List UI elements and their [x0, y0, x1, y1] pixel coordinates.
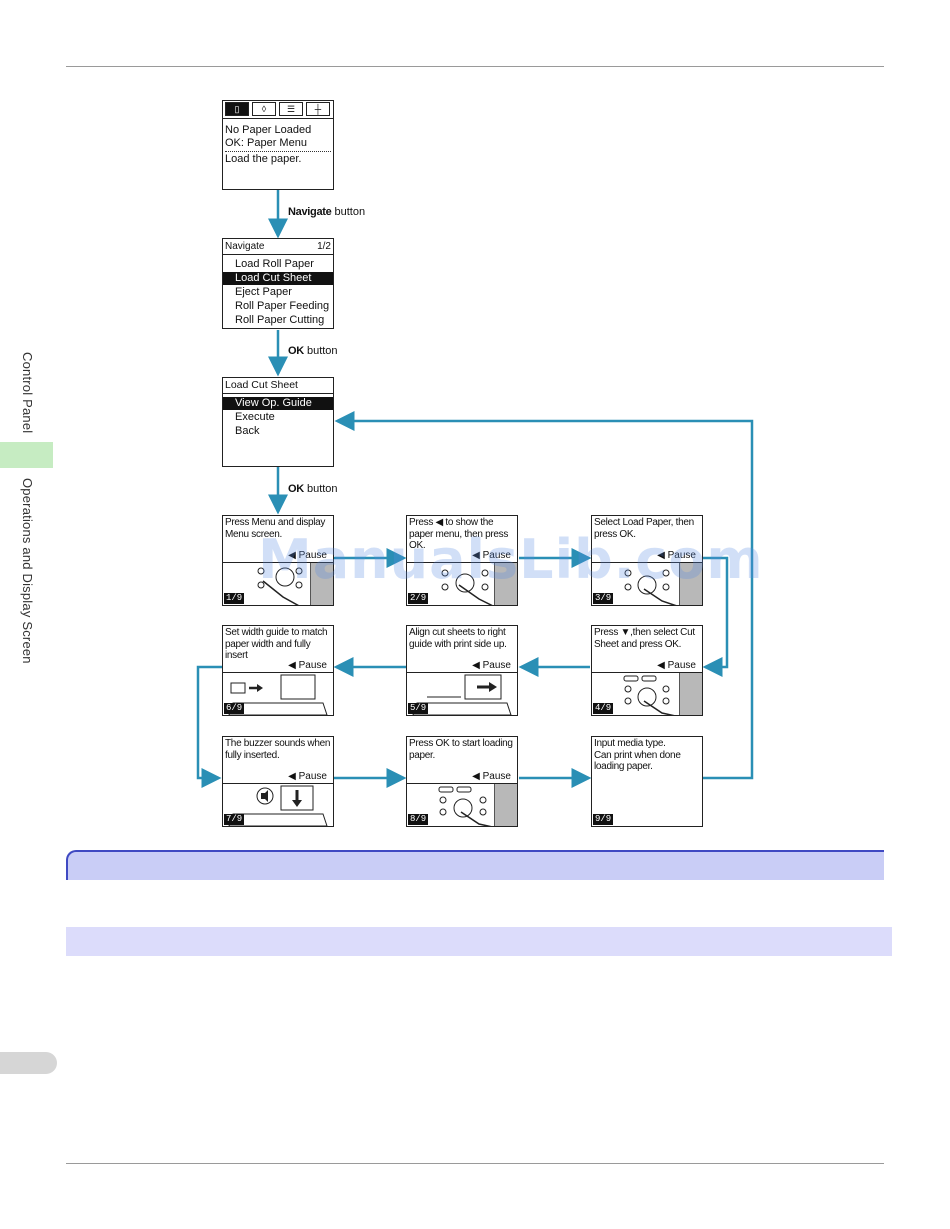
arrow-label-navigate-rest: button — [331, 206, 366, 218]
screen-tab-bar: ▯ ◊ ☰ ┼ — [223, 101, 333, 119]
guide-step-4: Press ▼,then select Cut Sheet and press … — [591, 625, 703, 716]
section-heading-band — [66, 850, 884, 880]
screen-initial-line2: OK: Paper Menu — [225, 137, 307, 149]
printer-feed-illustration — [223, 783, 333, 826]
panel-gray-area — [310, 563, 333, 605]
settings-icon: ┼ — [306, 102, 330, 116]
loadcut-item-selected: View Op. Guide — [223, 397, 333, 410]
pause-label: ◀ Pause — [472, 550, 511, 561]
arrow-label-ok-1-bold: OK — [288, 345, 304, 357]
arrow-step6-to-step7 — [196, 665, 222, 788]
arrow-label-ok-1-rest: button — [303, 345, 338, 357]
hand-press-illustration — [441, 569, 493, 605]
screen-initial: ▯ ◊ ☰ ┼ No Paper Loaded OK: Paper Menu L… — [222, 100, 334, 190]
arrow-label-navigate: Navigate button — [288, 206, 365, 218]
pause-label: ◀ Pause — [472, 771, 511, 782]
control-panel-illustration — [223, 562, 333, 605]
guide-step-page: 7/9 — [224, 814, 245, 825]
subsection-heading-band — [66, 927, 892, 956]
hand-press-illustration — [257, 567, 303, 605]
guide-step-text: Input media type. Can print when done lo… — [594, 738, 681, 772]
top-rule — [66, 66, 884, 67]
pause-label: ◀ Pause — [472, 660, 511, 671]
buzzer-illustration — [228, 785, 328, 826]
navigate-item: Roll Paper Cutting — [235, 314, 325, 326]
pause-label: ◀ Pause — [657, 550, 696, 561]
hand-press-illustration — [623, 675, 675, 715]
screen-navigate-title: Navigate — [225, 241, 265, 252]
panel-gray-area — [494, 784, 517, 826]
screen-loadcut-header: Load Cut Sheet — [223, 378, 333, 394]
side-section-operations: Operations and Display Screen — [20, 478, 35, 664]
control-panel-illustration — [407, 783, 517, 826]
navigate-item: Roll Paper Feeding — [235, 300, 330, 312]
guide-step-page: 4/9 — [593, 703, 614, 714]
guide-step-3: Select Load Paper, then press OK. ◀ Paus… — [591, 515, 703, 606]
guide-step-page: 1/9 — [224, 593, 245, 604]
screen-loadcut-title: Load Cut Sheet — [225, 379, 298, 391]
hand-press-illustration — [624, 569, 677, 605]
arrow-step3-to-step4 — [702, 556, 729, 677]
guide-step-text: Press ▼,then select Cut Sheet and press … — [594, 627, 695, 650]
arrow-label-ok-1: OK button — [288, 345, 338, 357]
guide-step-page: 3/9 — [593, 593, 614, 604]
guide-step-1: Press Menu and display Menu screen. ◀ Pa… — [222, 515, 334, 606]
screen-navigate-header: Navigate 1/2 — [223, 239, 333, 255]
loadcut-item: Back — [235, 425, 260, 437]
arrow-label-ok-2: OK button — [288, 483, 338, 495]
pause-label: ◀ Pause — [288, 550, 327, 561]
width-guide-illustration — [228, 674, 328, 715]
pause-label: ◀ Pause — [657, 660, 696, 671]
arrow-label-navigate-bold: Navigate — [288, 206, 332, 218]
guide-step-page: 8/9 — [408, 814, 429, 825]
guide-step-text: Press ◀ to show the paper menu, then pre… — [409, 517, 509, 551]
guide-step-text: Select Load Paper, then press OK. — [594, 517, 694, 540]
guide-step-text: Press OK to start loading paper. — [409, 738, 513, 761]
guide-step-page: 9/9 — [593, 814, 614, 825]
panel-gray-area — [494, 563, 517, 605]
paper-icon: ▯ — [225, 102, 249, 116]
guide-step-6: Set width guide to match paper width and… — [222, 625, 334, 716]
screen-navigate-page: 1/2 — [317, 241, 331, 252]
pause-label: ◀ Pause — [288, 771, 327, 782]
guide-step-7: The buzzer sounds when fully inserted. ◀… — [222, 736, 334, 827]
job-icon: ☰ — [279, 102, 303, 116]
watermark: ManualsLib.com — [258, 528, 764, 591]
guide-step-page: 6/9 — [224, 703, 245, 714]
guide-step-text: Align cut sheets to right guide with pri… — [409, 627, 507, 650]
panel-gray-area — [679, 563, 702, 605]
page-number-tab — [0, 1052, 57, 1074]
navigate-item: Load Roll Paper — [235, 258, 314, 270]
screen-load-cut-sheet: Load Cut Sheet View Op. Guide Execute Ba… — [222, 377, 334, 467]
arrow-step9-to-loadcut — [334, 411, 754, 780]
navigate-item-selected: Load Cut Sheet — [223, 272, 333, 285]
pause-label: ◀ Pause — [288, 660, 327, 671]
bottom-rule — [66, 1163, 884, 1164]
dotted-divider — [225, 151, 331, 152]
hand-press-illustration — [438, 786, 492, 826]
guide-step-9: Input media type. Can print when done lo… — [591, 736, 703, 827]
side-green-marker — [0, 442, 53, 468]
guide-step-page: 5/9 — [408, 703, 429, 714]
guide-step-page: 2/9 — [408, 593, 429, 604]
arrow-label-ok-2-bold: OK — [288, 483, 304, 495]
arrow-label-ok-2-rest: button — [303, 483, 338, 495]
screen-navigate: Navigate 1/2 Load Roll Paper Load Cut Sh… — [222, 238, 334, 329]
loadcut-item: Execute — [235, 411, 275, 423]
printer-feed-illustration — [223, 672, 333, 715]
screen-initial-line3: Load the paper. — [225, 153, 302, 165]
guide-step-8: Press OK to start loading paper. ◀ Pause… — [406, 736, 518, 827]
guide-step-5: Align cut sheets to right guide with pri… — [406, 625, 518, 716]
navigate-item: Eject Paper — [235, 286, 292, 298]
screen-initial-line1: No Paper Loaded — [225, 124, 312, 136]
guide-step-text: Press Menu and display Menu screen. — [225, 517, 326, 540]
guide-step-text: Set width guide to match paper width and… — [225, 627, 328, 661]
side-section-control-panel: Control Panel — [20, 352, 35, 434]
guide-step-2: Press ◀ to show the paper menu, then pre… — [406, 515, 518, 606]
panel-gray-area — [679, 673, 702, 715]
guide-step-text: The buzzer sounds when fully inserted. — [225, 738, 331, 761]
ink-icon: ◊ — [252, 102, 276, 116]
